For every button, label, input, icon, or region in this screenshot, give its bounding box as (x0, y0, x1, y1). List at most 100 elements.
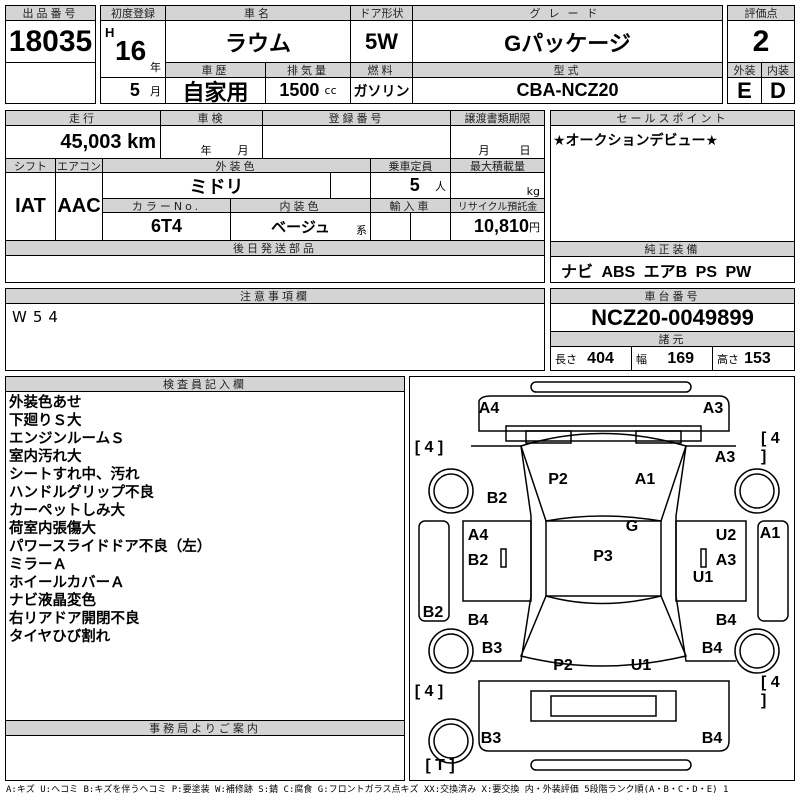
lot-no: 18035 (5, 20, 96, 63)
transfer-label: 譲渡書類期限 (450, 110, 545, 126)
car-outline-icon (418, 381, 789, 771)
ext-score: E (727, 77, 762, 104)
damage-mark: A3 (702, 400, 724, 417)
damage-mark: B4 (715, 612, 737, 629)
month-unit: 月 (150, 84, 161, 98)
width: 幅 169 (631, 346, 713, 371)
note-line: ハンドルグリップ不良 (9, 485, 154, 501)
year: 16 (115, 35, 147, 66)
legend: A:キズ U:ヘコミ B:キズを伴うヘコミ P:要塗装 W:補修跡 S:錆 C:… (6, 785, 729, 795)
first-reg-label: 初度登録 (100, 5, 166, 21)
lot-no-label: 出品番号 (5, 5, 96, 21)
capacity-unit: 人 (435, 179, 446, 193)
grade-label: グレード (412, 5, 723, 21)
car-name: ラウム (165, 20, 351, 63)
damage-mark: A1 (634, 471, 656, 488)
displacement: 1500 cc (265, 77, 351, 104)
later-parts (5, 255, 545, 283)
model-label: 型式 (412, 62, 723, 78)
tire-mark: [ 4 ] (414, 683, 444, 700)
damage-mark: B2 (467, 552, 489, 569)
length-value: 404 (587, 349, 614, 367)
height-label: 高さ (717, 352, 739, 366)
door: 5W (350, 20, 413, 63)
note-line: 右リアドア開閉不良 (9, 611, 140, 627)
note-line: エンジンルームＳ (9, 431, 125, 447)
damage-mark: B3 (480, 730, 502, 747)
note-line: ナビ液晶変色 (9, 593, 96, 609)
capacity-value: 5 (409, 175, 420, 195)
damage-mark: U2 (715, 527, 737, 544)
first-reg-month: 5 月 (100, 77, 166, 104)
color: ミドリ (102, 172, 331, 199)
height: 高さ 153 (712, 346, 795, 371)
length-label: 長さ (555, 352, 577, 366)
notes-text: W54 (5, 303, 545, 371)
recycle-label: リサイクル預託金 (450, 198, 545, 213)
damage-mark: A1 (759, 525, 781, 542)
first-reg-year: H 16 年 (100, 20, 166, 78)
damage-mark: G (625, 518, 639, 535)
height-value: 153 (744, 349, 771, 367)
chassis-label: 車台番号 (550, 288, 795, 304)
displacement-unit: cc (324, 84, 337, 97)
tire-mark: [ 4 ] (414, 439, 444, 456)
year-unit: 年 (150, 61, 161, 74)
chassis-no: NCZ20-0049899 (550, 303, 795, 332)
fuel: ガソリン (350, 77, 413, 104)
year-unit: 年 (200, 144, 212, 157)
damage-mark: A4 (467, 527, 489, 544)
damage-mark: P3 (593, 548, 613, 565)
damage-mark: A3 (714, 449, 736, 466)
inspection-date: 年月 (160, 125, 263, 159)
damage-mark: B2 (422, 604, 444, 621)
note-line: 外装色あせ (9, 395, 82, 411)
displacement-label: 排気量 (265, 62, 351, 78)
damage-mark: U1 (692, 569, 714, 586)
history: 自家用 (165, 77, 266, 104)
sales-text: ★オークションデビュー★ (550, 125, 795, 242)
length: 長さ 404 (550, 346, 632, 371)
note-line: パワースライドドア不良（左） (9, 539, 212, 555)
shift: IAT (5, 172, 56, 241)
transfer-date: 月日 (450, 125, 545, 159)
capacity-label: 乗車定員 (370, 158, 451, 173)
damage-mark: P2 (553, 657, 573, 674)
import-label: 輸入車 (370, 198, 451, 213)
inspector-notes: 外装色あせ 下廻りＳ大 エンジンルームＳ 室内汚れ大 シートすれ中、汚れ ハンド… (9, 394, 211, 646)
office-box (5, 735, 405, 781)
spec-label: 諸元 (550, 331, 795, 347)
interior-unit: 系 (356, 224, 367, 237)
color-no-label: カラーNo. (102, 198, 231, 213)
later-parts-label: 後日発送部品 (5, 240, 545, 256)
int-score: D (761, 77, 795, 104)
door-label: ドア形状 (350, 5, 413, 21)
car-diagram (409, 376, 795, 781)
note-line: カーペットしみ大 (9, 503, 125, 519)
damage-mark: B4 (467, 612, 489, 629)
equip-label: 純正装備 (550, 241, 795, 257)
mileage-label: 走行 (5, 110, 161, 126)
import-b (410, 212, 451, 241)
tire-mark: [ 4 ] (761, 674, 780, 709)
note-line: ホイールカバーＡ (9, 575, 125, 591)
shift-label: シフト (5, 158, 56, 173)
int-label: 内装 (761, 62, 795, 78)
displacement-value: 1500 (279, 80, 320, 100)
era: H (105, 25, 115, 40)
equip: ナビ ABS エアB PS PW (550, 256, 795, 283)
recycle-unit: 円 (529, 220, 540, 234)
ac-label: エアコン (55, 158, 103, 173)
note-line: ミラーＡ (9, 557, 67, 573)
office-label: 事務局よりご案内 (5, 720, 405, 736)
width-label: 幅 (636, 352, 647, 366)
lot-blank (5, 62, 96, 104)
model: CBA-NCZ20 (412, 77, 723, 104)
note-line: 荷室内張傷大 (9, 521, 96, 537)
interior: ベージュ系 (230, 212, 371, 241)
grade: Gパッケージ (412, 20, 723, 63)
recycle-value: 10,810 (473, 216, 529, 236)
spare-tire-mark: [ T ] (425, 757, 455, 774)
notes-label: 注意事項欄 (5, 288, 545, 304)
